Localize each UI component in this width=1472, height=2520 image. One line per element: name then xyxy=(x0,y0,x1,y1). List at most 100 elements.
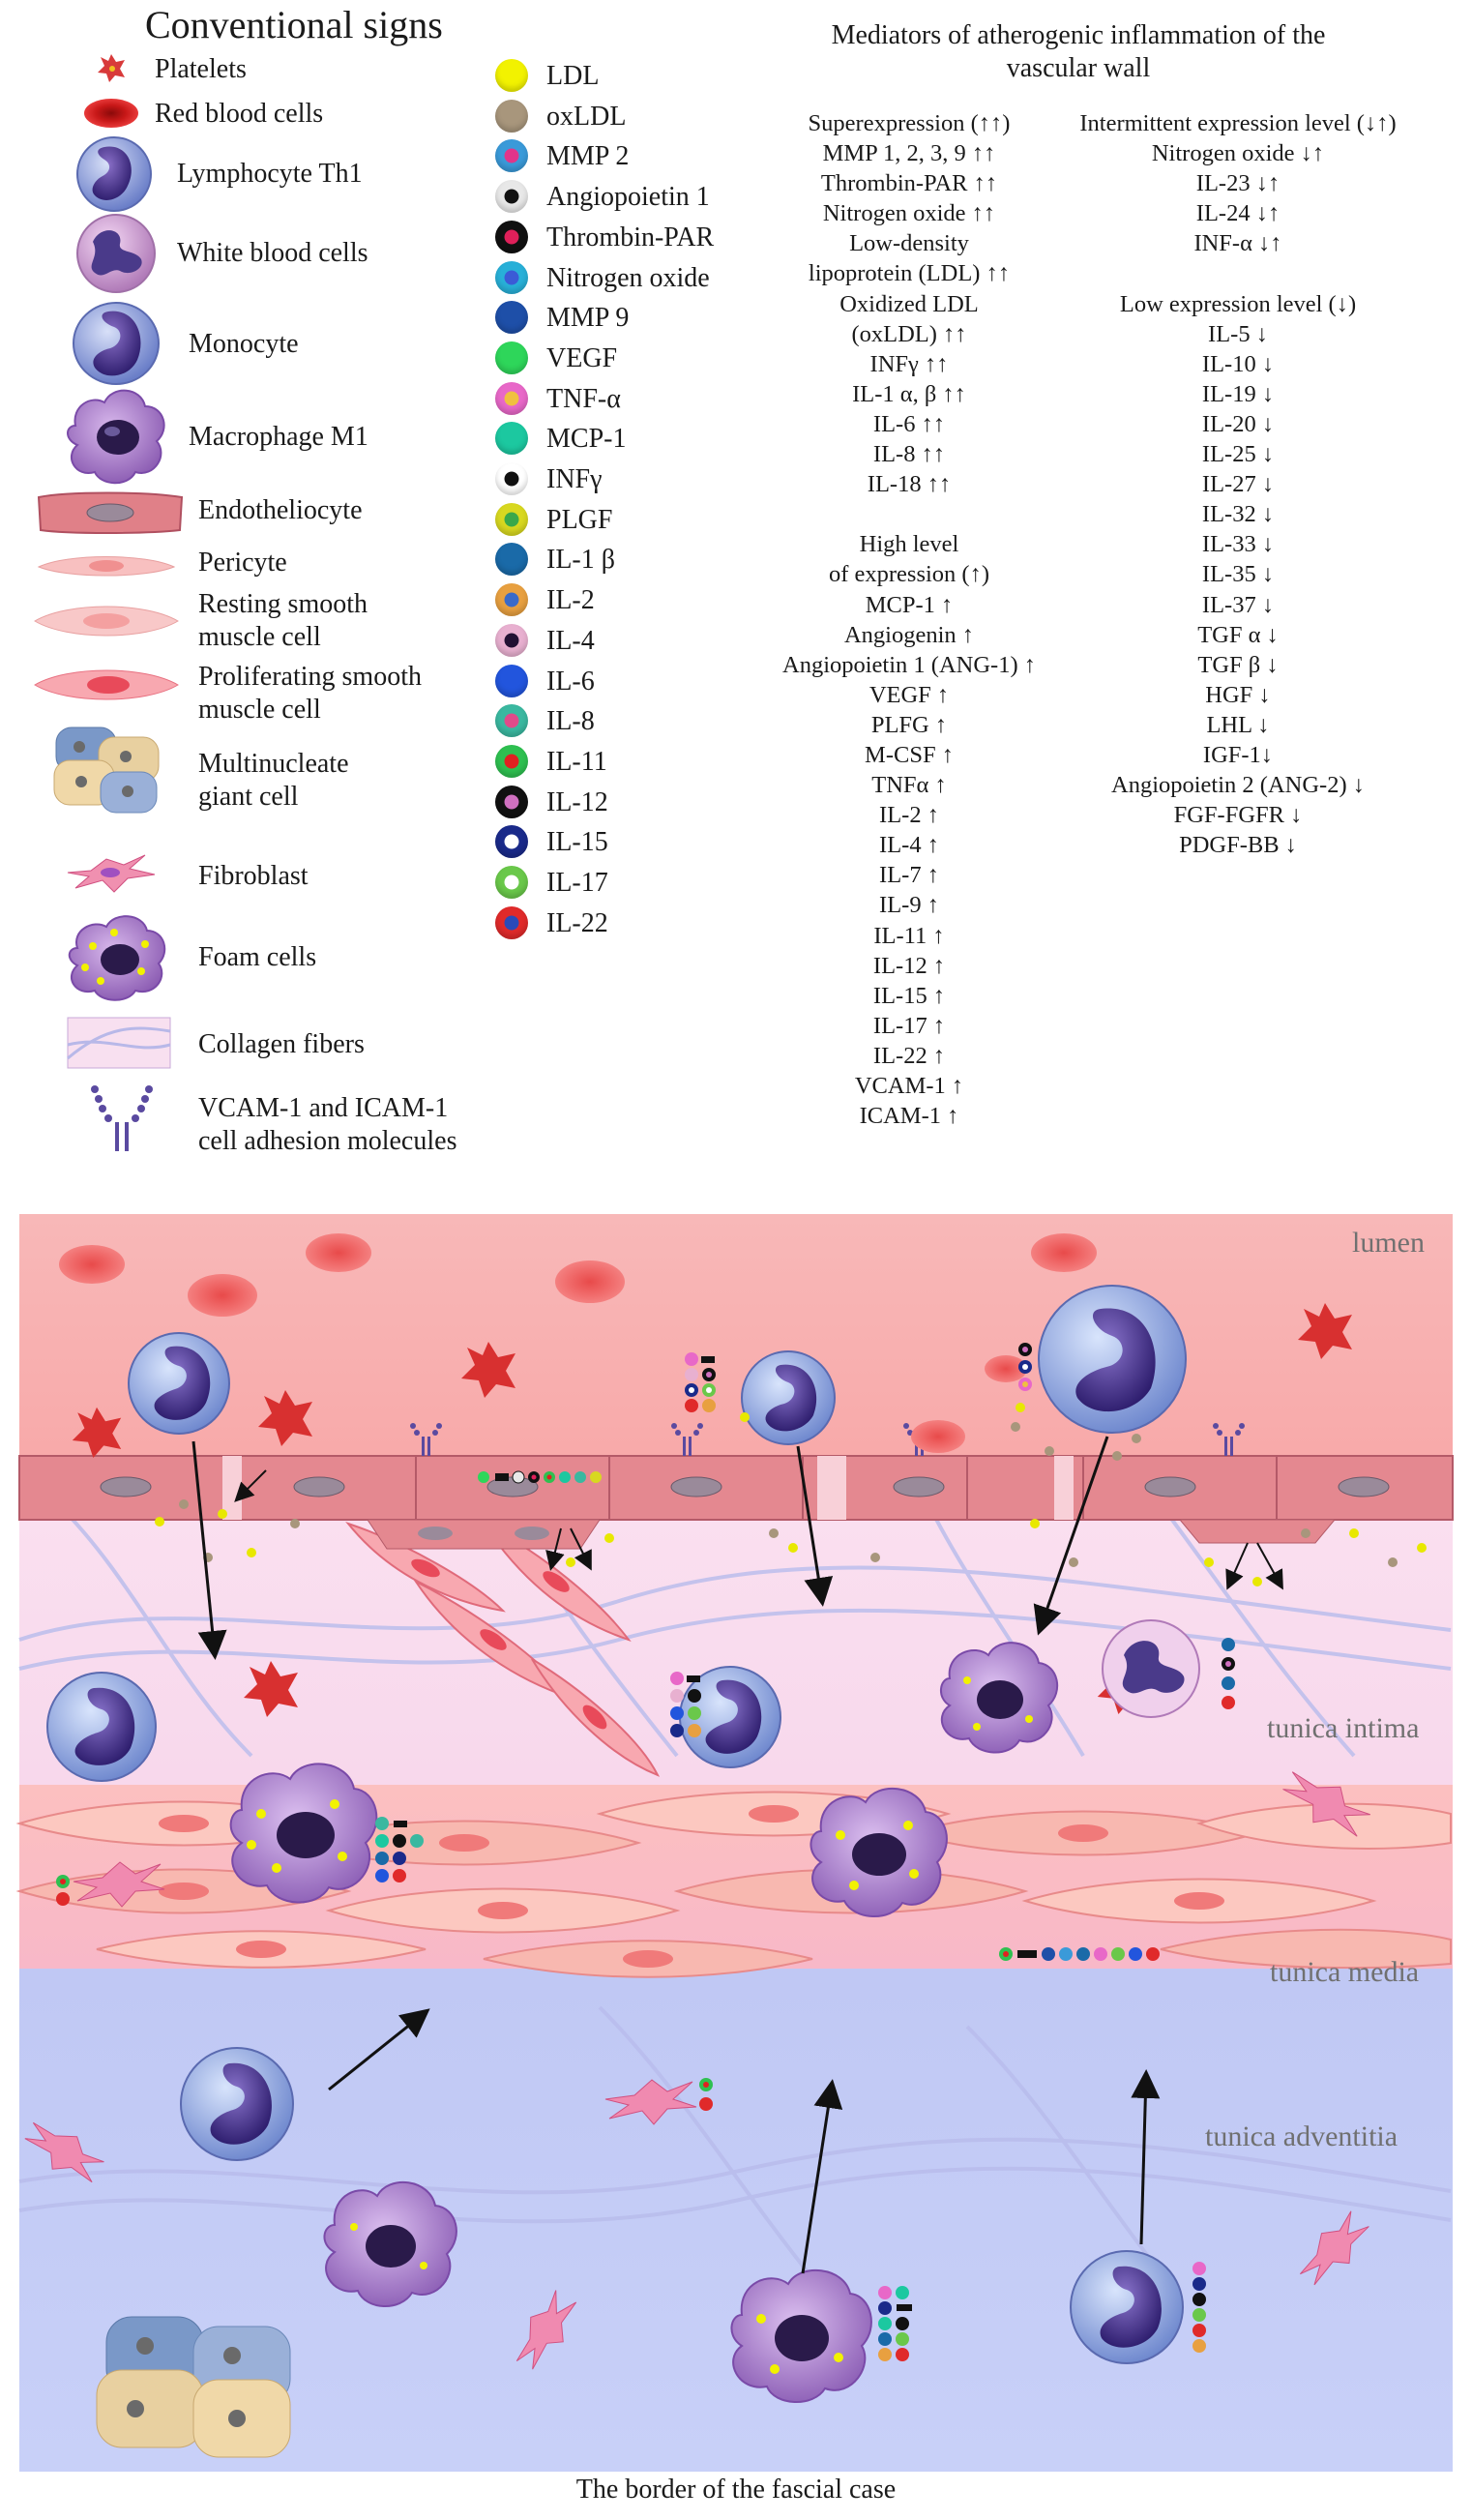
mediator-right-line-18: TGF β ↓ xyxy=(1197,651,1279,678)
giant-cell-cluster xyxy=(96,2316,291,2458)
mediator-right-line-17: TGF α ↓ xyxy=(1197,621,1279,648)
mediator-left-line-11: IL-8 ↑↑ xyxy=(872,441,946,468)
mediator-left-line-9: IL-1 α, β ↑↑ xyxy=(852,380,966,407)
label-tunica-intima: tunica intima xyxy=(1267,1712,1420,1744)
mediator-right-line-23: FGF-FGFR ↓ xyxy=(1173,802,1303,829)
signal-label-4: Thrombin-PAR xyxy=(546,222,715,252)
mediator-left-line-2: Thrombin-PAR ↑↑ xyxy=(820,170,998,197)
signal-label-10: INFγ xyxy=(546,464,603,494)
mediator-left-line-13 xyxy=(745,499,1074,529)
mediator-right-line-9: IL-19 ↓ xyxy=(1201,380,1275,407)
mediator-right-line-8: IL-10 ↓ xyxy=(1201,350,1275,377)
signal-label-17: IL-11 xyxy=(546,746,607,777)
signal-label-2: MMP 2 xyxy=(546,141,630,172)
monocyte-icon xyxy=(73,302,160,385)
signal-swatch-6 xyxy=(495,301,528,335)
signal-swatch-17 xyxy=(495,744,528,778)
signal-swatch-1 xyxy=(495,99,528,133)
mediator-right-line-3: IL-24 ↓↑ xyxy=(1195,200,1281,227)
mediator-right-line-12: IL-27 ↓ xyxy=(1201,471,1275,498)
legend-label-adhesion: VCAM-1 and ICAM-1 xyxy=(198,1093,449,1123)
lumen-layer xyxy=(19,1214,1453,1485)
signal-label-6: MMP 9 xyxy=(546,303,630,334)
signal-swatch-0 xyxy=(495,59,528,92)
mediator-right-line-4: INF-α ↓↑ xyxy=(1193,230,1282,257)
signal-swatch-8 xyxy=(495,381,528,415)
endothelium xyxy=(18,1455,1454,1550)
resting-smooth-muscle-cell-icon xyxy=(34,606,179,637)
signal-label-14: IL-4 xyxy=(546,625,595,656)
legend-icons xyxy=(34,54,184,1151)
mediator-left-line-29: IL-15 ↑ xyxy=(872,982,946,1009)
legend-label-endotheliocyte: Endotheliocyte xyxy=(198,495,363,525)
mediator-right-line-22: Angiopoietin 2 (ANG-2) ↓ xyxy=(1111,772,1365,799)
mediator-left-line-6: Oxidized LDL xyxy=(839,290,979,317)
mediator-right-line-16: IL-37 ↓ xyxy=(1201,591,1275,618)
mediator-left-line-14: High level xyxy=(859,531,959,558)
signal-label-18: IL-12 xyxy=(546,786,608,817)
label-tunica-adventitia: tunica adventitia xyxy=(1205,2120,1398,2152)
legend-label-resting-smc-2: muscle cell xyxy=(198,622,321,652)
diagram-caption: The border of the fascial case xyxy=(575,2475,897,2505)
mediator-left-line-20: PLFG ↑ xyxy=(870,711,948,738)
legend-label-resting-smc: Resting smooth xyxy=(198,589,368,619)
fibroblast-icon xyxy=(67,854,156,893)
signal-label-11: PLGF xyxy=(546,504,613,535)
signal-swatch-16 xyxy=(495,704,528,738)
signal-swatch-18 xyxy=(495,785,528,818)
signal-label-12: IL-1 β xyxy=(546,545,615,576)
platelet-icon xyxy=(98,54,125,82)
signal-swatch-19 xyxy=(495,825,528,859)
signal-label-0: LDL xyxy=(546,61,600,91)
signal-swatch-5 xyxy=(495,260,528,294)
mediators-column-right: Intermittent expression level (↓↑)Nitrog… xyxy=(1054,108,1422,860)
mediator-left-line-33: ICAM-1 ↑ xyxy=(859,1103,959,1130)
signal-label-3: Angiopoietin 1 xyxy=(546,182,710,213)
intima-white-blood-cell xyxy=(1102,1619,1200,1718)
endotheliocyte-icon xyxy=(37,491,184,534)
macrophages xyxy=(229,1642,1058,2403)
legend-label-platelets: Platelets xyxy=(155,54,247,84)
label-lumen: lumen xyxy=(1352,1227,1425,1259)
white-blood-cell-icon xyxy=(76,214,156,293)
red-blood-cell-icon xyxy=(84,99,138,128)
legend-label-giant-cell: Multinucleate xyxy=(198,749,349,779)
monocytes xyxy=(46,1285,1187,2364)
signal-label-15: IL-6 xyxy=(546,666,595,697)
mediator-right-line-10: IL-20 ↓ xyxy=(1201,410,1275,437)
signal-label-8: TNF-α xyxy=(546,383,621,414)
mediator-right-line-20: LHL ↓ xyxy=(1206,711,1270,738)
signal-swatch-20 xyxy=(495,866,528,899)
mediator-right-line-6: Low expression level (↓) xyxy=(1119,290,1357,317)
vessel-wall-diagram xyxy=(15,1214,1454,2472)
mediator-right-line-13: IL-32 ↓ xyxy=(1201,501,1275,528)
signal-swatch-14 xyxy=(495,623,528,657)
mediator-left-line-21: M-CSF ↑ xyxy=(865,741,954,768)
mediator-right-line-7: IL-5 ↓ xyxy=(1208,320,1268,347)
label-tunica-media: tunica media xyxy=(1270,1956,1420,1988)
legend-label-adhesion-2: cell adhesion molecules xyxy=(198,1126,457,1156)
mediator-left-line-1: MMP 1, 2, 3, 9 ↑↑ xyxy=(822,140,996,167)
mediator-left-line-19: VEGF ↑ xyxy=(868,681,950,708)
signal-swatch-13 xyxy=(495,583,528,617)
proliferating-smooth-muscle-cell-icon xyxy=(34,669,179,700)
mediator-right-line-15: IL-35 ↓ xyxy=(1201,561,1275,588)
mediator-right-line-21: IGF-1↓ xyxy=(1202,741,1274,768)
mediator-left-line-27: IL-11 ↑ xyxy=(873,922,945,949)
foam-cell-icon xyxy=(68,915,166,1001)
legend-label-pericyte: Pericyte xyxy=(198,548,287,578)
migration-arrows xyxy=(191,1436,1283,2274)
mediator-right-line-24: PDGF-BB ↓ xyxy=(1179,832,1297,859)
legend-label-lymphocyte: Lymphocyte Th1 xyxy=(177,159,363,189)
lymphocyte-icon xyxy=(76,136,152,212)
legend-label-wbc: White blood cells xyxy=(177,238,368,268)
legend-label-giant-cell-2: giant cell xyxy=(198,782,299,812)
mediator-right-line-0: Intermittent expression level (↓↑) xyxy=(1079,110,1397,136)
signal-swatch-12 xyxy=(495,543,528,577)
signal-label-16: IL-8 xyxy=(546,706,595,737)
mediator-left-line-23: IL-2 ↑ xyxy=(879,802,939,829)
legend-label-prolif-smc-2: muscle cell xyxy=(198,695,321,725)
mediators-title: Mediators of atherogenic inflammation of… xyxy=(764,19,1393,85)
signal-swatch-15 xyxy=(495,664,528,697)
mediators-column-left: Superexpression (↑↑)MMP 1, 2, 3, 9 ↑↑Thr… xyxy=(745,108,1074,1131)
